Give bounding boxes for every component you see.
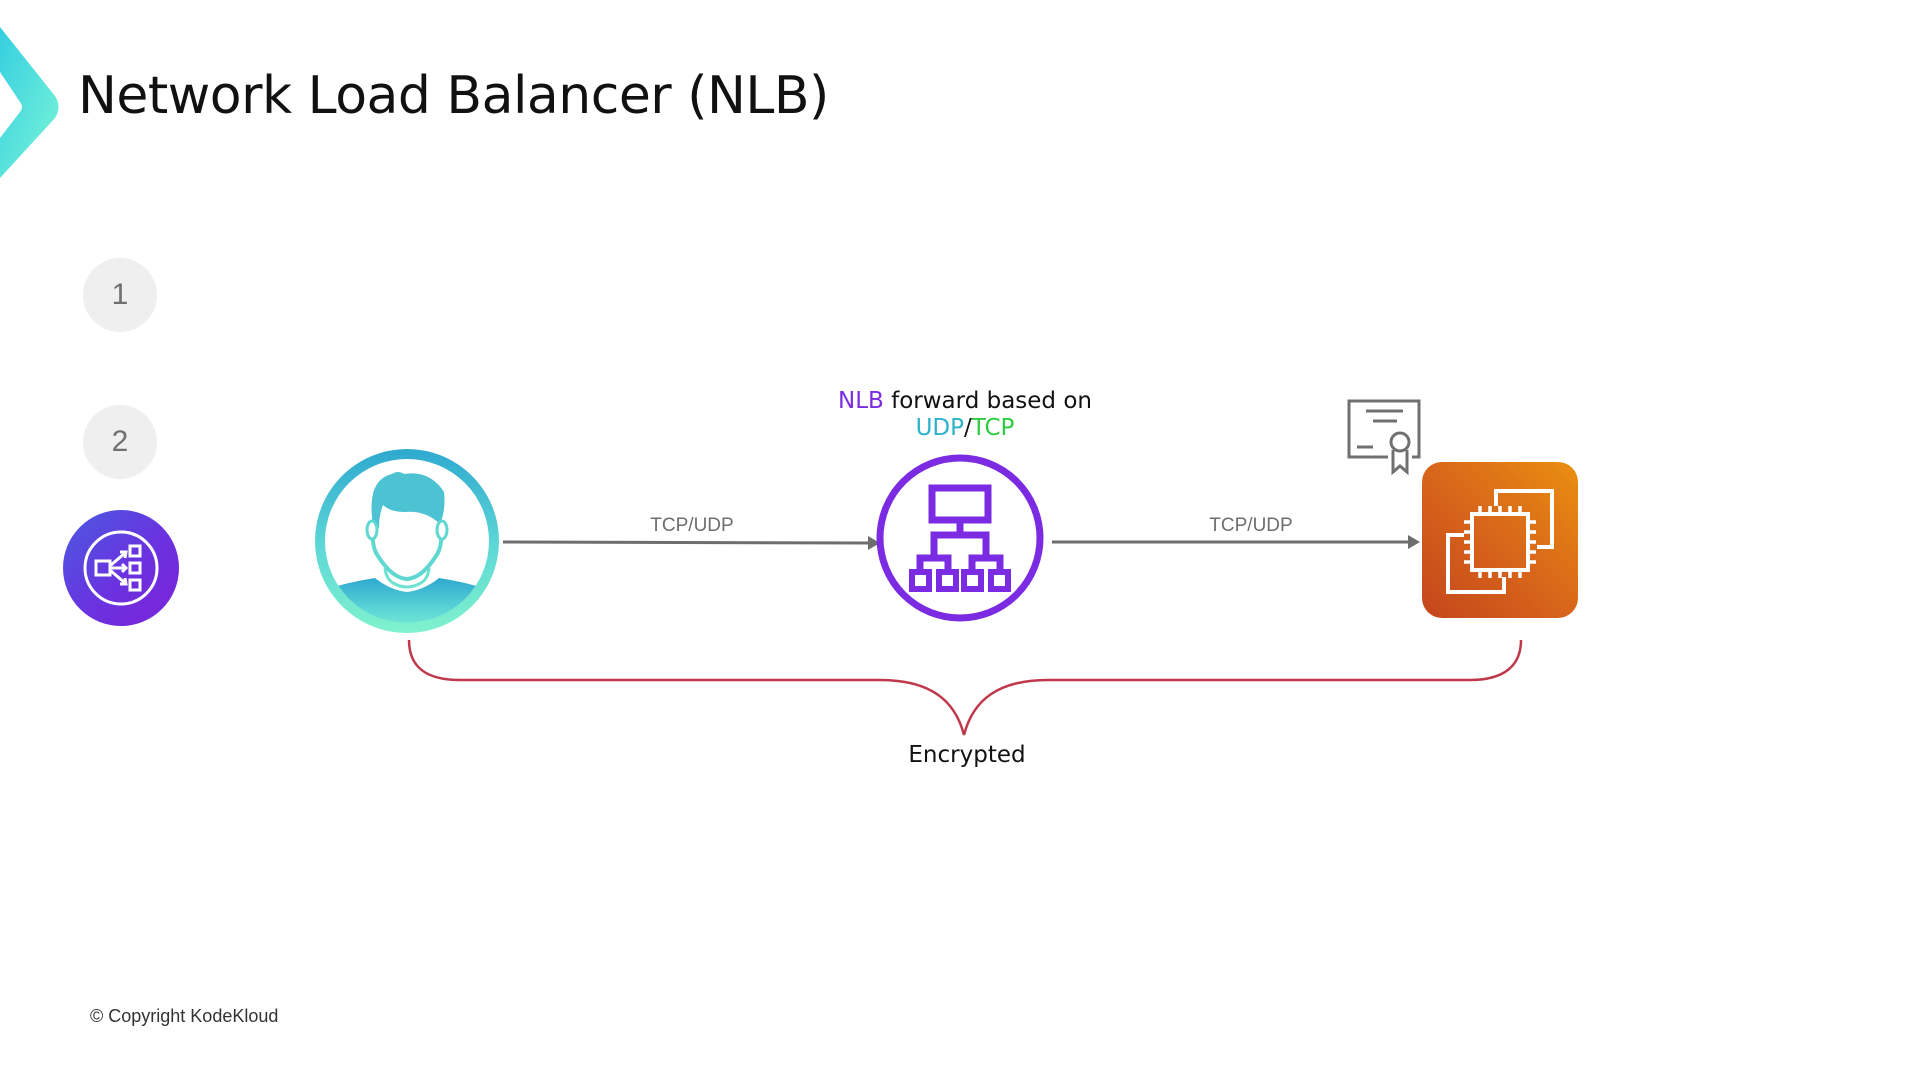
slide-title: Network Load Balancer (NLB) bbox=[78, 66, 829, 126]
step-2-button[interactable]: 2 bbox=[83, 405, 157, 479]
caption-line-1: NLB forward based on bbox=[838, 388, 1092, 415]
ec2-instance-node[interactable] bbox=[1422, 462, 1578, 618]
edge-label-client-nlb: TCP/UDP bbox=[650, 515, 734, 536]
edge-client-to-nlb bbox=[502, 536, 880, 550]
step-3-button-active[interactable] bbox=[63, 510, 179, 626]
caption-udp: UDP bbox=[915, 415, 965, 441]
encrypted-brace bbox=[407, 639, 1523, 736]
caption-line-2: UDP/TCP bbox=[838, 415, 1092, 442]
step-1-label: 1 bbox=[111, 278, 129, 311]
edge-label-nlb-ec2: TCP/UDP bbox=[1209, 515, 1293, 536]
network-hierarchy-icon[interactable] bbox=[876, 454, 1044, 622]
caption-tcp: TCP bbox=[971, 415, 1015, 441]
caption-forward-text: forward based on bbox=[883, 388, 1093, 414]
step-1-button[interactable]: 1 bbox=[83, 258, 157, 332]
copyright-text: © Copyright KodeKloud bbox=[90, 1006, 279, 1026]
certificate-icon bbox=[1347, 399, 1421, 476]
edge-nlb-to-ec2 bbox=[1052, 535, 1420, 549]
nlb-caption: NLB forward based on UDP/TCP bbox=[838, 388, 1092, 442]
step-2-label: 2 bbox=[111, 425, 129, 458]
caption-nlb: NLB bbox=[837, 388, 884, 414]
ec2-instance-icon bbox=[1446, 489, 1554, 594]
load-balancer-icon bbox=[83, 530, 159, 606]
caption-slash: / bbox=[964, 415, 972, 441]
encrypted-label: Encrypted bbox=[908, 742, 1026, 768]
brand-chevron-icon bbox=[0, 27, 59, 178]
user-icon[interactable] bbox=[300, 449, 514, 640]
